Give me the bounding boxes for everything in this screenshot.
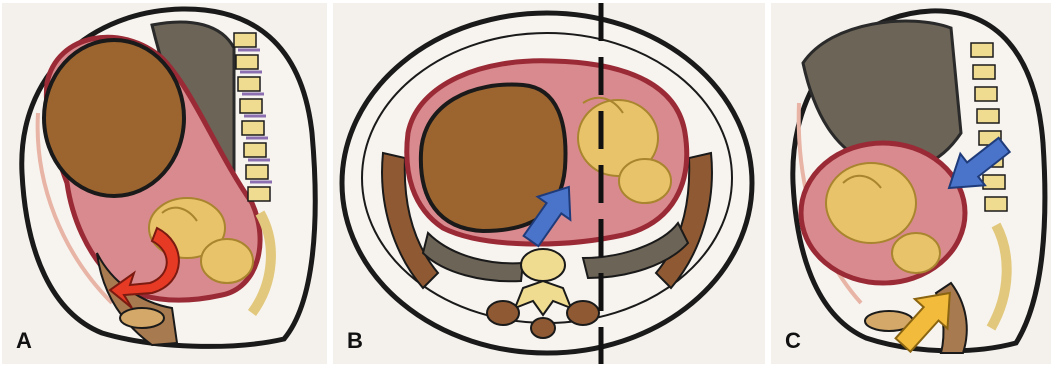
bladder xyxy=(120,308,164,328)
sagittal-illustration-a xyxy=(2,3,327,364)
panel-label: B xyxy=(347,328,363,354)
sagittal-illustration-c xyxy=(771,3,1051,364)
panel-c: C xyxy=(771,3,1051,364)
fetus-head xyxy=(619,159,671,203)
panel-b: B xyxy=(333,3,765,364)
panel-a: A xyxy=(2,3,327,364)
fetus-head xyxy=(201,239,253,283)
fetus-head xyxy=(892,233,940,273)
axial-illustration-b xyxy=(333,3,765,364)
fetus-body xyxy=(826,163,916,243)
panel-label: C xyxy=(785,328,801,354)
mass xyxy=(44,40,184,196)
panel-label: A xyxy=(16,328,32,354)
